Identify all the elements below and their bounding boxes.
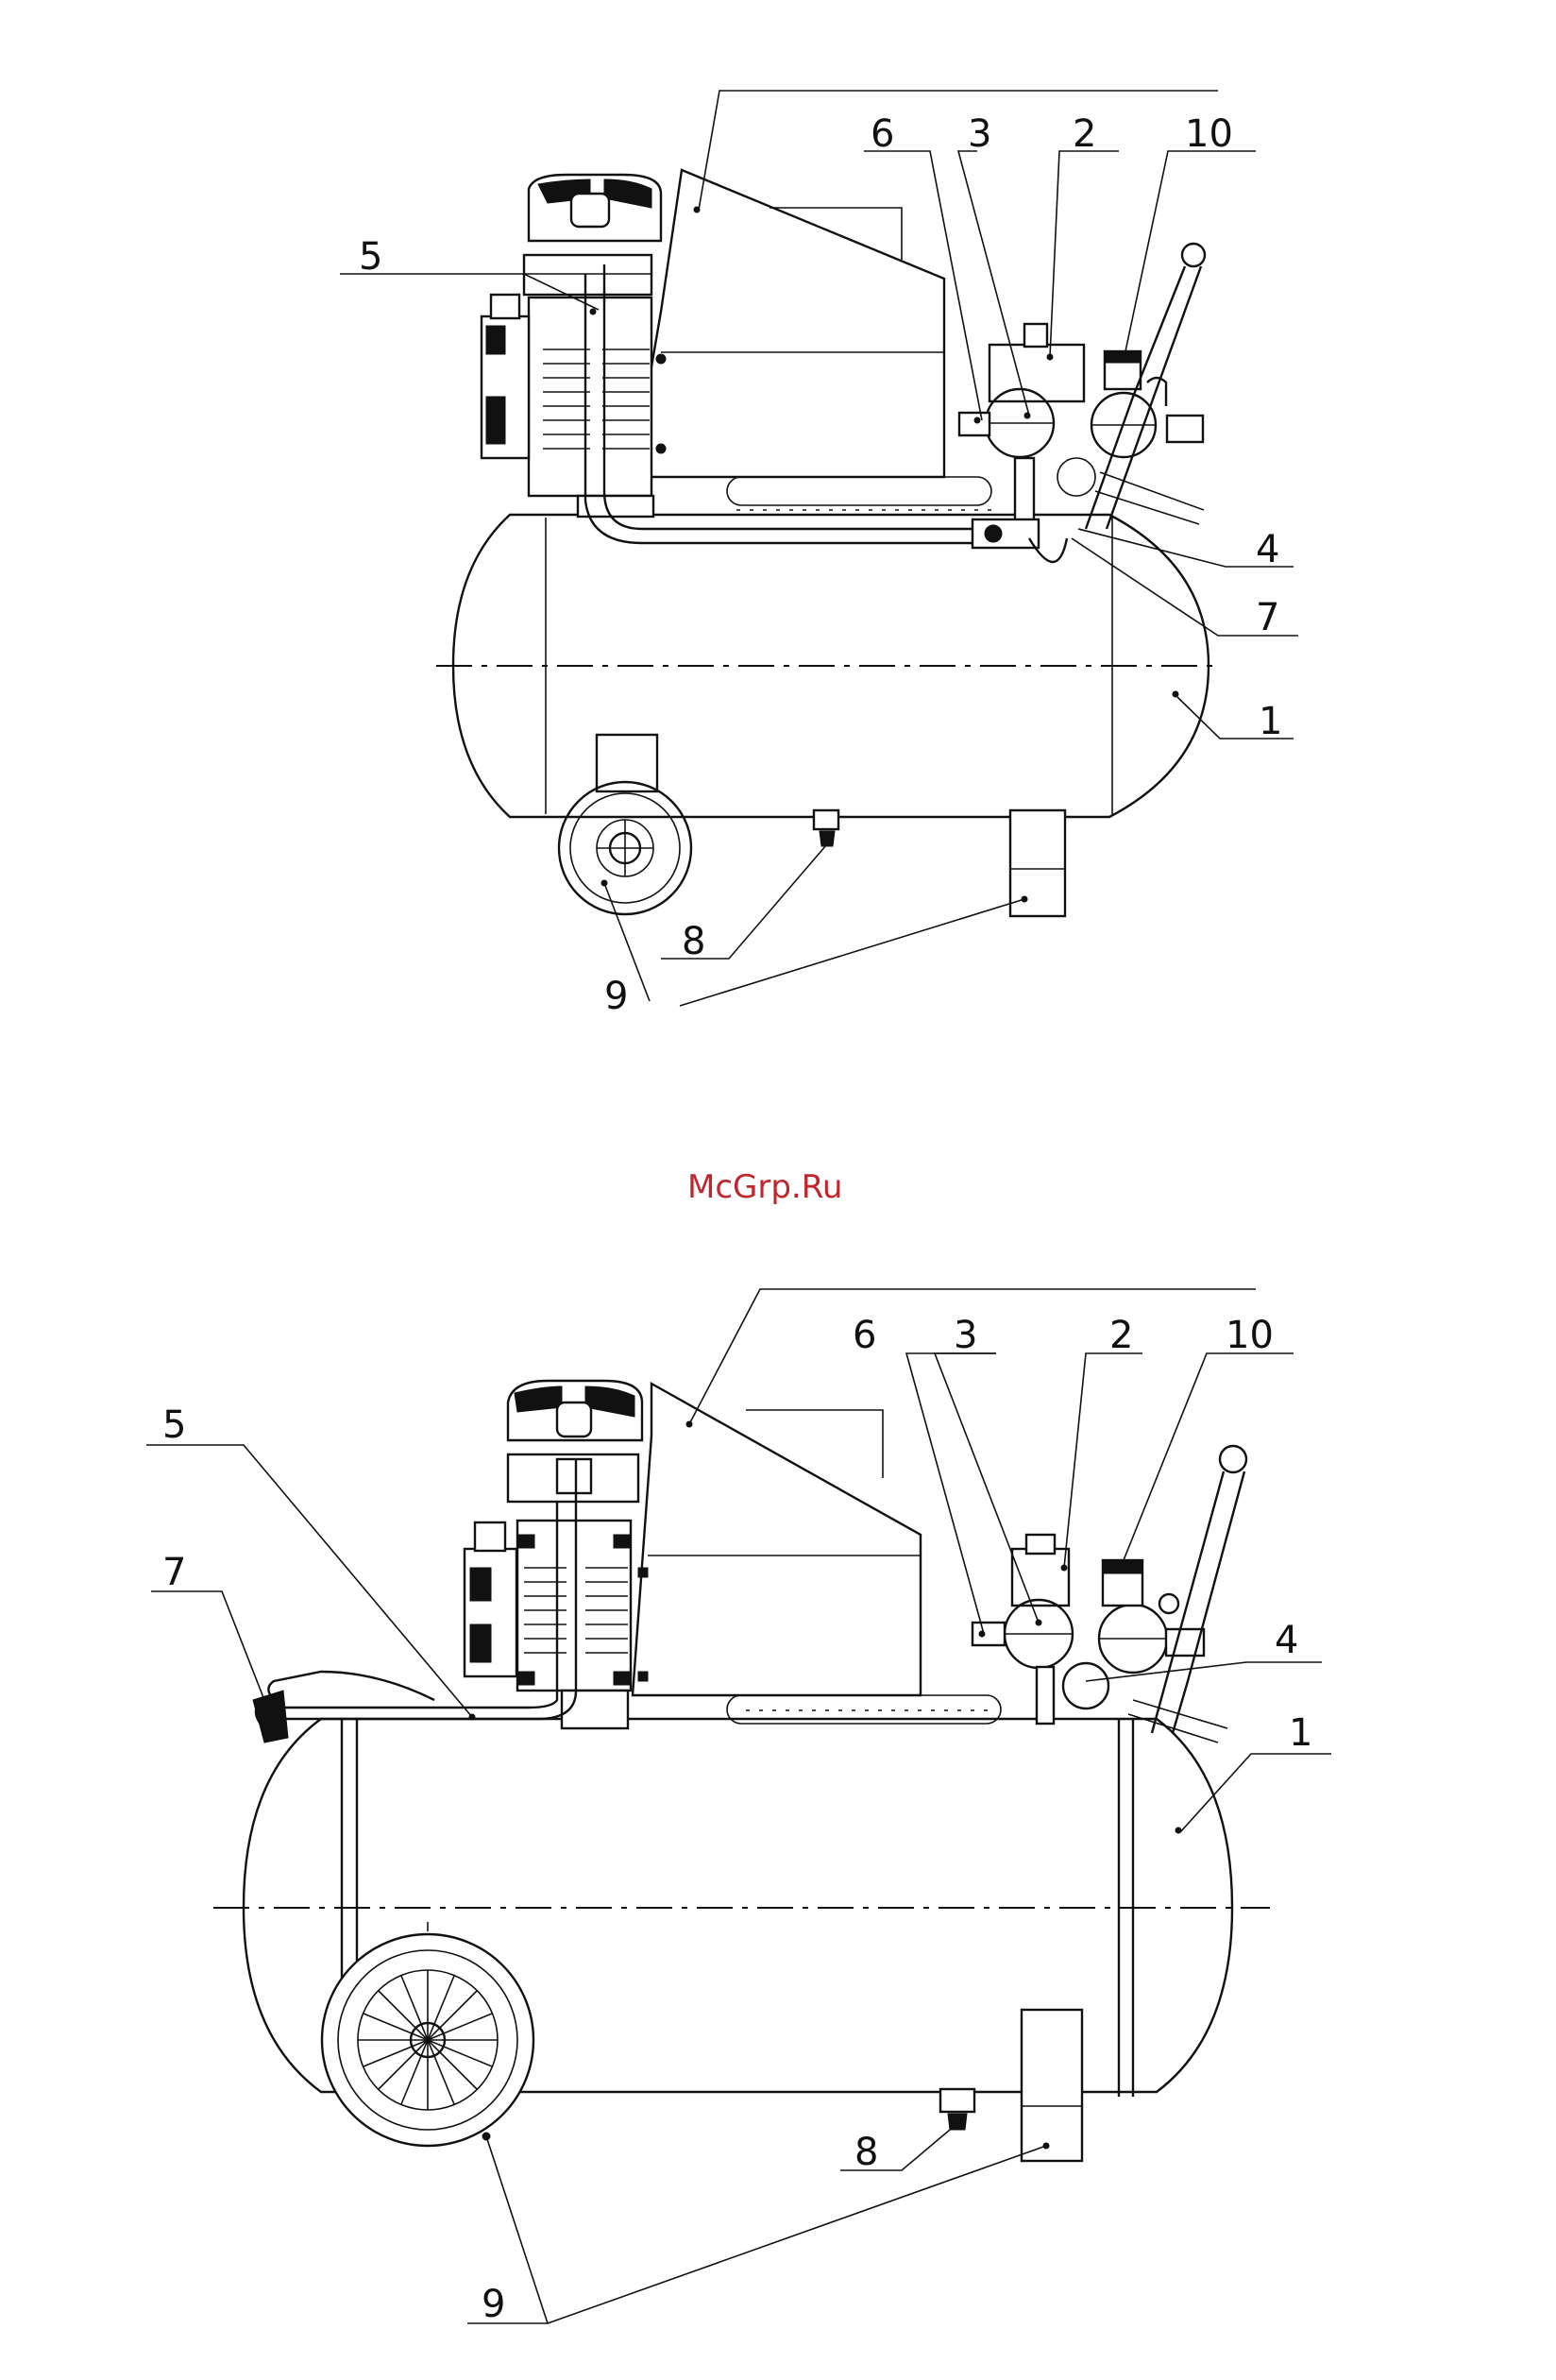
bottom-compressor-view: 6 3 2 10 5 7 4 1 8 9 [146,1289,1331,2326]
bottom-label-8: 8 [854,2131,878,2174]
bottom-label-1: 1 [1289,1711,1312,1755]
watermark: McGrp.Ru [687,1168,842,1206]
bottom-label-3: 3 [954,1314,977,1357]
bottom-label-7: 7 [162,1551,186,1594]
top-wheel [559,735,691,914]
bottom-wheel [322,1922,533,2146]
bottom-unloader [465,1522,516,1676]
top-label-9: 9 [604,975,628,1018]
bottom-regulator [972,1535,1204,1724]
bottom-label-10: 10 [1226,1314,1274,1357]
top-label-4: 4 [1256,528,1279,571]
bottom-label-9: 9 [482,2283,505,2326]
top-label-3: 3 [968,112,991,156]
top-label-7: 7 [1256,596,1279,639]
bottom-handle [1128,1446,1246,1742]
bottom-label-5: 5 [162,1403,186,1447]
top-label-5: 5 [359,235,382,279]
top-label-8: 8 [682,920,705,963]
bottom-foot [1022,2010,1082,2161]
top-label-1: 1 [1259,700,1282,743]
top-compressor-head [524,175,666,517]
top-tank [436,515,1218,817]
top-label-2: 2 [1073,112,1096,156]
top-label-10: 10 [1185,112,1233,156]
bottom-compressor-head [508,1381,648,1728]
bottom-label-2: 2 [1109,1314,1133,1357]
bottom-drain-valve [940,2089,974,2130]
bottom-leaders [146,1289,1331,2323]
top-motor-cover [633,170,1001,510]
top-compressor-view: 6 3 2 10 5 4 7 1 8 9 [340,91,1298,1018]
top-unloader [482,295,529,458]
bottom-label-4: 4 [1275,1619,1298,1662]
bottom-label-6: 6 [853,1314,876,1357]
top-drain-valve [814,810,838,846]
top-discharge-pipe [604,264,1001,529]
top-label-6: 6 [871,112,894,156]
bottom-motor-cover [633,1384,1001,1724]
